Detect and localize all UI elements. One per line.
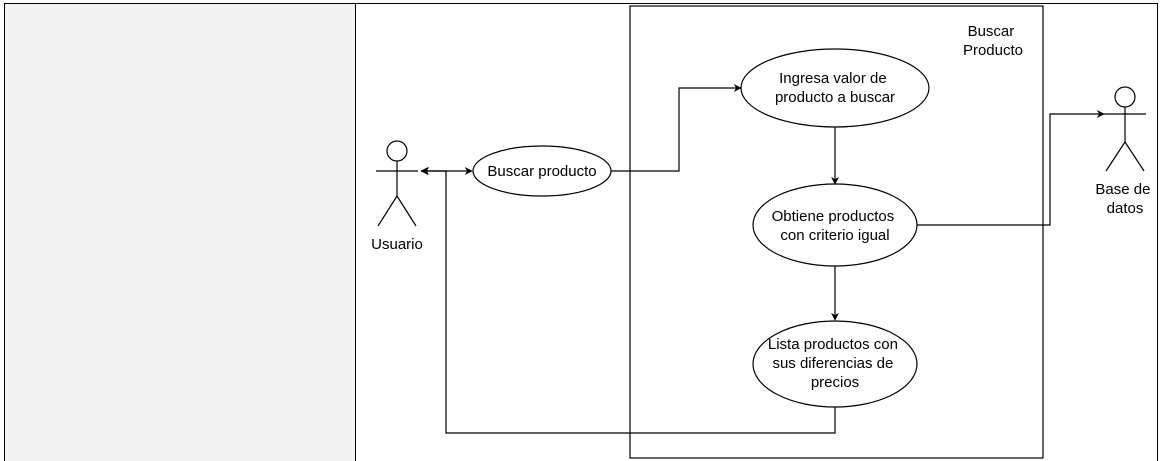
actor-usuario-label: Usuario xyxy=(371,236,423,253)
connector-buscar-ingresa xyxy=(611,84,742,172)
use-case-obtiene-productos xyxy=(752,183,918,267)
connector-obtiene-base-de-datos xyxy=(917,110,1105,226)
table-left-cell xyxy=(5,4,356,461)
actor-base-de-datos-head xyxy=(1114,86,1136,108)
system-boundary xyxy=(629,5,1044,459)
use-case-lista-productos xyxy=(752,320,918,408)
actor-base-de-datos xyxy=(1104,86,1146,172)
table-frame xyxy=(4,3,1158,461)
use-case-buscar-producto-label: Buscar producto xyxy=(487,163,596,180)
connector-lista-usuario xyxy=(421,167,836,434)
actor-usuario-head xyxy=(386,140,408,162)
actor-usuario xyxy=(376,140,418,227)
system-title: Buscar Producto xyxy=(963,23,1023,59)
use-case-ingresa-valor xyxy=(740,48,930,128)
actor-base-de-datos-label: Base de datos xyxy=(1095,181,1154,217)
use-case-ingresa-valor-label: Ingresa valor de producto a buscar xyxy=(775,70,895,106)
use-case-lista-productos-label: Lista productos con sus diferencias de p… xyxy=(768,336,902,391)
use-case-buscar-producto xyxy=(472,145,612,197)
use-case-obtiene-productos-label: Obtiene productos con criterio igual xyxy=(772,208,899,244)
